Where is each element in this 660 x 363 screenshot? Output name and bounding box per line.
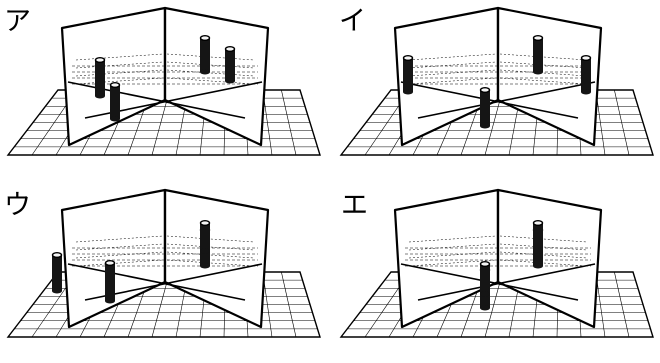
post-3 [200, 36, 210, 75]
panel-a-label: ア [4, 6, 31, 37]
post-1 [52, 253, 62, 294]
panel-e-label: エ [341, 190, 368, 221]
post-2 [105, 261, 115, 304]
post-2 [480, 88, 490, 129]
panel-u-label: ウ [4, 190, 31, 221]
panel-e: エ [341, 190, 653, 337]
post-3 [533, 36, 543, 75]
panel-i-label: イ [339, 6, 366, 37]
post-4 [225, 47, 235, 84]
post-4 [581, 56, 591, 95]
post-4 [533, 221, 543, 254]
post-1 [95, 58, 105, 99]
post-1 [403, 56, 413, 95]
panel-u: ウ [4, 190, 320, 337]
post-4 [200, 221, 210, 254]
post-2 [110, 83, 120, 122]
post-2 [480, 262, 490, 297]
panel-a: ア [4, 6, 320, 155]
panel-i: イ [339, 6, 653, 155]
